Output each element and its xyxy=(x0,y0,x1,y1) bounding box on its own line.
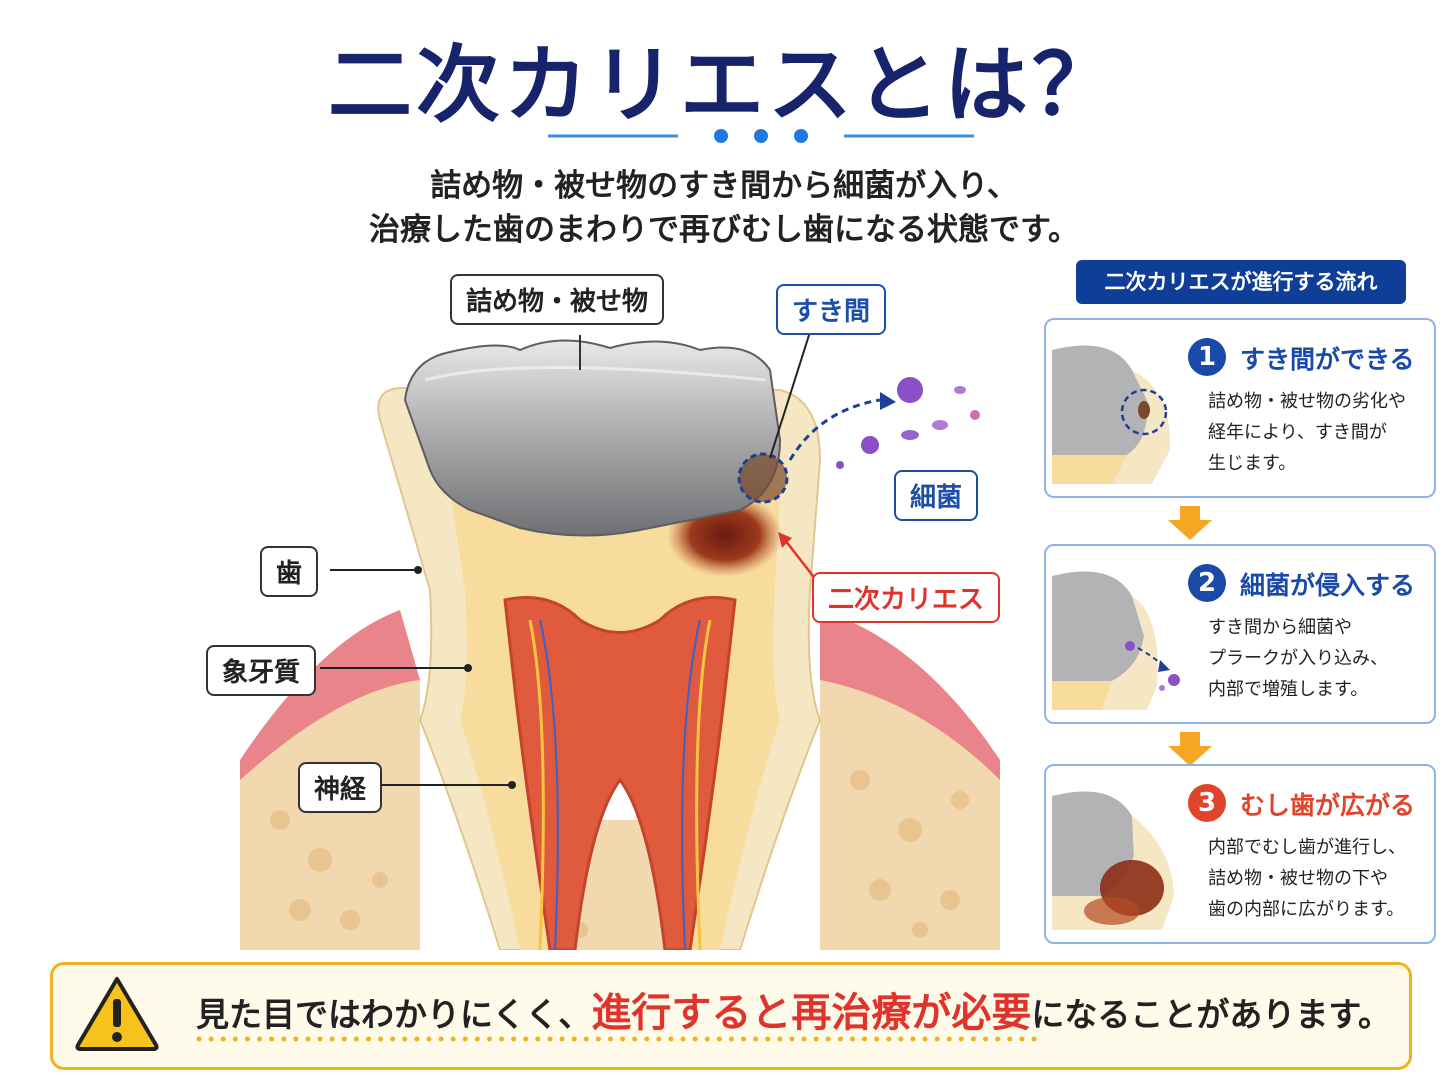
step-2-desc-line: 内部で増殖します。 xyxy=(1208,679,1369,700)
step-2-illustration xyxy=(1052,556,1182,710)
subtitle-line-1: 詰め物・被せ物のすき間から細菌が入り、 xyxy=(430,168,1018,204)
flow-title: 二次カリエスが進行する流れ xyxy=(1076,260,1406,304)
step-3-title: むし歯が広がる xyxy=(1240,791,1416,820)
step-2-desc-line: プラークが入り込み、 xyxy=(1208,648,1388,669)
step-1-desc-line: 生じます。 xyxy=(1208,453,1297,474)
step-1-desc-line: 経年により、すき間が xyxy=(1208,422,1387,443)
step-1-number: 1 xyxy=(1188,338,1226,376)
warning-underline xyxy=(196,1036,1046,1042)
label-secondary-caries: 二次カリエス xyxy=(812,572,1001,623)
label-filling: 詰め物・被せ物 xyxy=(450,274,665,325)
label-nerve: 神経 xyxy=(298,762,383,813)
bacteria-icon xyxy=(836,377,980,469)
tooth-diagram: 詰め物・被せ物 すき間 細菌 二次カリエス 歯 象牙質 神経 xyxy=(206,260,1020,952)
label-bacteria: 細菌 xyxy=(894,470,979,521)
title-divider xyxy=(548,129,974,143)
label-gap: すき間 xyxy=(776,284,887,335)
tooth-illustration xyxy=(240,331,1000,952)
flow-step-card-3: 3 むし歯が広がる 内部でむし歯が進行し、 詰め物・被せ物の下や 歯の内部に広が… xyxy=(1044,764,1436,944)
step-3-illustration xyxy=(1052,776,1182,930)
flow-step-card-1: 1 すき間ができる 詰め物・被せ物の劣化や 経年により、すき間が 生じます。 xyxy=(1044,318,1436,498)
step-1-description: 詰め物・被せ物の劣化や 経年により、すき間が 生じます。 xyxy=(1208,386,1430,479)
warning-text-highlight: 進行すると再治療が必要 xyxy=(591,990,1032,1036)
step-1-title: すき間ができる xyxy=(1240,345,1415,374)
down-arrow-icon xyxy=(1168,506,1212,540)
label-dentin: 象牙質 xyxy=(206,645,317,696)
warning-text-post: になることがあります。 xyxy=(1031,995,1392,1034)
step-2-description: すき間から細菌や プラークが入り込み、 内部で増殖します。 xyxy=(1208,612,1430,705)
step-2-number: 2 xyxy=(1188,564,1226,602)
step-2-title: 細菌が侵入する xyxy=(1240,571,1416,600)
step-3-number: 3 xyxy=(1188,784,1226,822)
flow-step-card-2: 2 細菌が侵入する すき間から細菌や プラークが入り込み、 内部で増殖します。 xyxy=(1044,544,1436,724)
step-3-desc-line: 詰め物・被せ物の下や xyxy=(1208,868,1388,889)
step-3-desc-line: 内部でむし歯が進行し、 xyxy=(1208,837,1406,858)
warning-text-pre: 見た目ではわかりにくく、 xyxy=(196,995,592,1034)
label-tooth: 歯 xyxy=(260,546,319,597)
page-title: 二次カリエスとは？ xyxy=(327,36,1120,134)
step-3-desc-line: 歯の内部に広がります。 xyxy=(1208,899,1405,920)
subtitle-line-2: 治療した歯のまわりで再びむし歯になる状態です。 xyxy=(369,212,1079,248)
warning-icon xyxy=(75,977,159,1051)
step-1-illustration xyxy=(1052,330,1182,484)
warning-banner xyxy=(50,962,1412,1070)
step-3-description: 内部でむし歯が進行し、 詰め物・被せ物の下や 歯の内部に広がります。 xyxy=(1208,832,1430,925)
step-2-desc-line: すき間から細菌や xyxy=(1208,617,1352,638)
warning-text: 見た目ではわかりにくく、進行すると再治療が必要になることがあります。 xyxy=(196,980,1391,1038)
down-arrow-icon xyxy=(1168,732,1212,766)
step-1-desc-line: 詰め物・被せ物の劣化や xyxy=(1208,391,1406,412)
